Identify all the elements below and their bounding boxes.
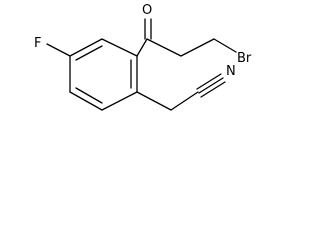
c-f-bond xyxy=(46,43,71,57)
carbonyl-to-ch2-bond xyxy=(146,38,182,57)
nitrile-triple-bond-c xyxy=(200,81,226,98)
ring-bond-top-right xyxy=(101,38,138,57)
ring-bond-top-left xyxy=(69,38,103,57)
nitrogen-label: N xyxy=(226,64,236,79)
bromine-label: Br xyxy=(237,51,252,66)
ring-double-bond-lower xyxy=(75,87,103,104)
nitrile-triple-bond-b xyxy=(198,77,224,94)
ring-double-bond-upper xyxy=(75,45,103,61)
ring-to-carbonyl-bond xyxy=(136,38,148,57)
c-br-bond xyxy=(213,38,237,53)
ch2-to-ch2-bond xyxy=(180,38,215,57)
ring-bond-bottom-left xyxy=(69,91,103,111)
benzene-ring xyxy=(69,38,138,111)
ring-to-ch2-bond xyxy=(136,91,172,111)
nitrile-triple-bond-a xyxy=(196,73,222,90)
fluorine-label: F xyxy=(34,36,41,51)
oxygen-label: O xyxy=(142,3,152,18)
ch2-to-nitrile-carbon-bond xyxy=(170,91,199,111)
chemical-structure-diagram: F O Br N xyxy=(34,3,252,111)
ring-bond-bottom-right xyxy=(101,91,138,111)
